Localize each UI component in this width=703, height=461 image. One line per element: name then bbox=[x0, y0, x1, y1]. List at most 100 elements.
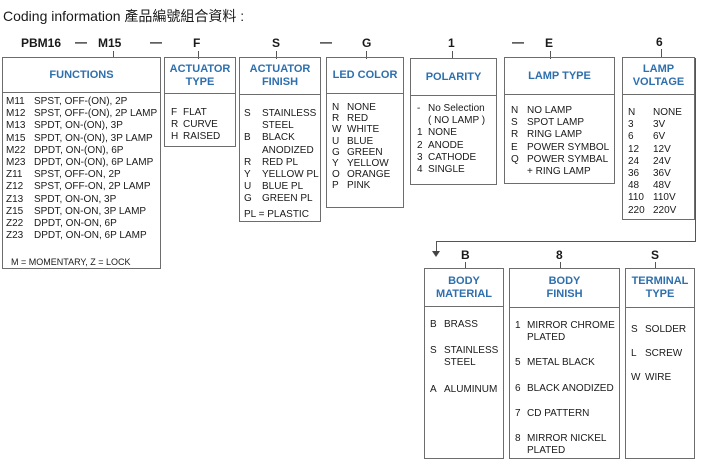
arrow-icon bbox=[432, 251, 440, 257]
led-color-row-desc: PINK bbox=[347, 180, 371, 192]
body-finish-item-code: 1 bbox=[515, 320, 521, 331]
code-polarity: 1 bbox=[448, 36, 455, 50]
actuator-type-row-code: H bbox=[171, 131, 179, 143]
polarity-header: POLARITY bbox=[410, 58, 497, 96]
body-finish-item-line: PLATED bbox=[527, 445, 566, 457]
function-row-desc: SPDT, ON-ON, 3P LAMP bbox=[34, 205, 147, 217]
actuator-finish-row-code bbox=[244, 145, 262, 157]
function-row-desc: DPDT, ON-(ON), 6P bbox=[34, 144, 124, 156]
actuator-finish-row-desc: GREEN PL bbox=[262, 193, 313, 205]
code-lamp-type: E bbox=[545, 36, 554, 50]
function-row-desc: SPST, OFF-ON, 2P LAMP bbox=[34, 181, 151, 193]
code-body-finish: 8 bbox=[556, 248, 563, 262]
lamp-voltage-row-desc: 36V bbox=[653, 168, 671, 180]
lamp-voltage-title: LAMP bbox=[642, 63, 675, 75]
terminal-type-row-code: S bbox=[631, 324, 638, 335]
connector-line bbox=[452, 51, 453, 59]
body-material-item-line: STEEL bbox=[444, 357, 476, 369]
actuator-finish-row-code: G bbox=[244, 193, 252, 205]
lamp-type-row-desc: SPOT LAMP bbox=[527, 117, 585, 129]
actuator-finish-row-desc: STEEL bbox=[262, 120, 294, 132]
code-base: PBM16 bbox=[21, 36, 62, 50]
body-finish-item-line: MIRROR CHROME bbox=[527, 320, 615, 331]
lamp-voltage-row-desc: 12V bbox=[653, 143, 671, 155]
polarity-row-code: 1 bbox=[417, 127, 423, 139]
code-dash: — bbox=[320, 35, 332, 49]
lamp-type-row: + RING LAMP bbox=[511, 166, 614, 178]
led-color-header: LED COLOR bbox=[326, 57, 404, 94]
polarity-row-desc: SINGLE bbox=[428, 164, 465, 176]
actuator-type-row-code: R bbox=[171, 119, 179, 131]
body-finish-title: BODY bbox=[548, 275, 581, 287]
function-row-desc: SPDT, ON-(ON), 3P bbox=[34, 120, 123, 132]
lamp-type-row: N NO LAMP bbox=[511, 105, 614, 117]
lamp-voltage-row-code: 110 bbox=[628, 192, 644, 204]
code-dash: — bbox=[75, 35, 87, 49]
body-material-item-line: BRASS bbox=[444, 319, 478, 330]
body-material-item-desc: BRASS bbox=[444, 319, 478, 331]
body-material-item-desc: ALUMINUM bbox=[444, 384, 497, 396]
terminal-type-title: TERMINAL bbox=[631, 275, 689, 287]
polarity-row: ( NO LAMP ) bbox=[417, 115, 496, 127]
code-body-material: B bbox=[461, 248, 470, 262]
actuator-finish-row-desc: YELLOW PL bbox=[262, 169, 319, 181]
polarity-row-desc: ( NO LAMP ) bbox=[428, 115, 486, 127]
lamp-voltage-row-code: 48 bbox=[628, 180, 640, 192]
polarity-row-desc: ANODE bbox=[428, 139, 464, 151]
led-color-row: P PINK bbox=[332, 180, 403, 191]
lamp-type-row-desc: NO LAMP bbox=[527, 105, 573, 116]
terminal-type-row-code: L bbox=[631, 348, 637, 359]
code-dash: — bbox=[512, 35, 524, 49]
connector-line bbox=[113, 51, 114, 58]
led-color-row-code: P bbox=[332, 180, 339, 192]
body-finish-item-code: 6 bbox=[515, 382, 521, 394]
lamp-voltage-row-code: 24 bbox=[628, 155, 640, 167]
polarity-title: POLARITY bbox=[425, 70, 482, 83]
lamp-type-row-code: Q bbox=[511, 153, 519, 165]
lamp-voltage-row-desc: 110V bbox=[653, 192, 676, 204]
code-function: M15 bbox=[98, 36, 122, 50]
connector-line bbox=[550, 51, 551, 59]
lamp-type-title: LAMP TYPE bbox=[528, 69, 591, 82]
polarity-row-code: 3 bbox=[417, 151, 423, 163]
actuator-type-row-desc: FLAT bbox=[183, 107, 207, 118]
body-finish-item-line: MIRROR NICKEL bbox=[527, 433, 607, 445]
lamp-type-row-code: N bbox=[511, 105, 519, 116]
wrap-connector bbox=[436, 241, 437, 252]
polarity-row: 2 ANODE bbox=[417, 140, 496, 152]
polarity-row-code: 2 bbox=[417, 139, 423, 151]
actuator-type-row-desc: CURVE bbox=[183, 119, 218, 131]
led-color-row-desc: RED bbox=[347, 113, 369, 125]
